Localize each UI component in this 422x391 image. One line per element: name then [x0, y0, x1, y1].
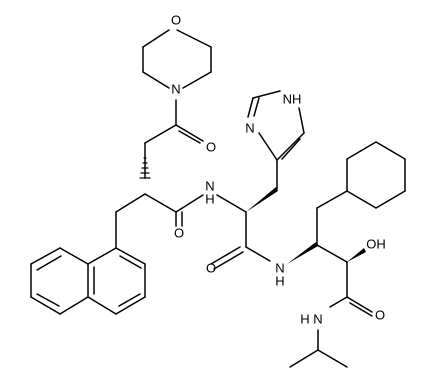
- amide2-nitrogen-label: N: [275, 261, 284, 276]
- amide1-hydrogen-label: H: [205, 192, 214, 207]
- naphthylmethyl-chain: [115, 193, 177, 249]
- imidazole-ring: [247, 90, 305, 161]
- amide1-oxygen-label: O: [174, 226, 184, 241]
- amide3-hydrogen-label: H: [300, 312, 309, 327]
- hydroxyl-label: OH: [366, 237, 386, 252]
- morpholine-ring: [142, 29, 212, 89]
- ketone-oxygen-label: O: [206, 140, 216, 155]
- amide-1: [175, 194, 204, 227]
- succinyl-chain: [144, 99, 204, 179]
- imidazole-nh-label: NH: [283, 92, 302, 107]
- histidine-residue: [210, 159, 278, 270]
- cyclohexane-ring: [346, 141, 406, 209]
- amide3-nitrogen-label: N: [313, 312, 322, 327]
- amide1-nitrogen-label: N: [205, 179, 214, 194]
- hydroxyl-and-terminal-amide: [289, 248, 373, 368]
- imidazole-nitrogen-label: N: [245, 121, 254, 136]
- amide2-oxygen-label: O: [206, 261, 216, 276]
- stereo-hash-1: [139, 157, 151, 179]
- amide2-hydrogen-label: H: [275, 274, 284, 289]
- cyclohexyl-hydroxy-residue: [287, 158, 348, 264]
- morpholine-oxygen-label: O: [171, 13, 181, 28]
- naphthalene-ring: [30, 247, 146, 315]
- amide3-oxygen-label: O: [375, 308, 385, 323]
- morpholine-nitrogen-label: N: [171, 82, 180, 97]
